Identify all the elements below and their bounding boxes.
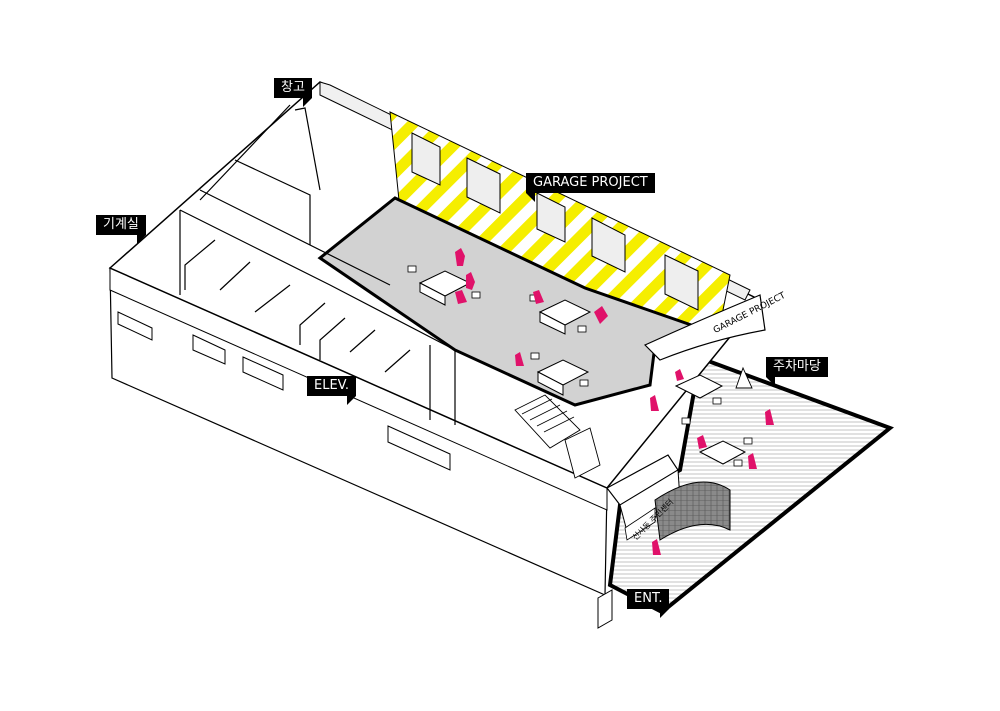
window [192, 334, 226, 365]
person-figure [533, 290, 544, 304]
vertical-sign-panel [624, 507, 656, 541]
label-parking-yard: 주차마당 [766, 357, 828, 386]
label-storage: 창고 [274, 78, 312, 107]
person-figure [455, 248, 465, 266]
person-figure [594, 306, 608, 324]
wall-panels [411, 132, 699, 311]
stool [530, 352, 540, 360]
stool [681, 417, 691, 425]
window [387, 425, 451, 471]
person-figure [697, 435, 707, 449]
stool [743, 437, 753, 445]
parking-yard-floor [607, 355, 894, 615]
person-figure [675, 369, 684, 381]
stool [579, 379, 589, 387]
stool [733, 459, 743, 467]
label-garage-project: GARAGE PROJECT [526, 173, 655, 202]
label-entrance: ENT. [627, 589, 670, 618]
stool [712, 397, 722, 405]
wall-panel [536, 192, 566, 243]
facade-curve [643, 294, 766, 361]
stair-flight [514, 394, 581, 449]
interior-walls [179, 104, 456, 425]
table [674, 374, 724, 399]
people [455, 248, 774, 555]
a-frame-sign [735, 366, 753, 389]
wall-panel [664, 254, 699, 311]
person-figure [515, 352, 524, 366]
person-figure [650, 395, 659, 411]
label-machine-room: 기계실 [96, 215, 146, 244]
stair-landing [564, 427, 601, 479]
person-figure [765, 409, 774, 425]
wall-panel [411, 132, 441, 186]
main-hall-floor [317, 196, 721, 407]
table [419, 282, 446, 306]
wall-panel [466, 157, 501, 214]
stool [407, 265, 417, 273]
table [698, 440, 747, 465]
facade-windows [117, 311, 451, 471]
staircase [514, 394, 601, 479]
stool [471, 291, 481, 299]
stool [577, 325, 587, 333]
window [242, 356, 284, 391]
person-figure [652, 539, 661, 555]
label-elevator: ELEV. [307, 376, 357, 405]
stools [407, 265, 753, 467]
window [117, 311, 153, 341]
entrance-stub [597, 589, 613, 629]
table [539, 311, 566, 335]
curved-brick-screen [654, 481, 731, 541]
person-figure [466, 272, 475, 290]
table [537, 371, 564, 396]
person-figure [748, 453, 757, 469]
person-figure [455, 290, 467, 304]
wall-panel [591, 217, 626, 273]
